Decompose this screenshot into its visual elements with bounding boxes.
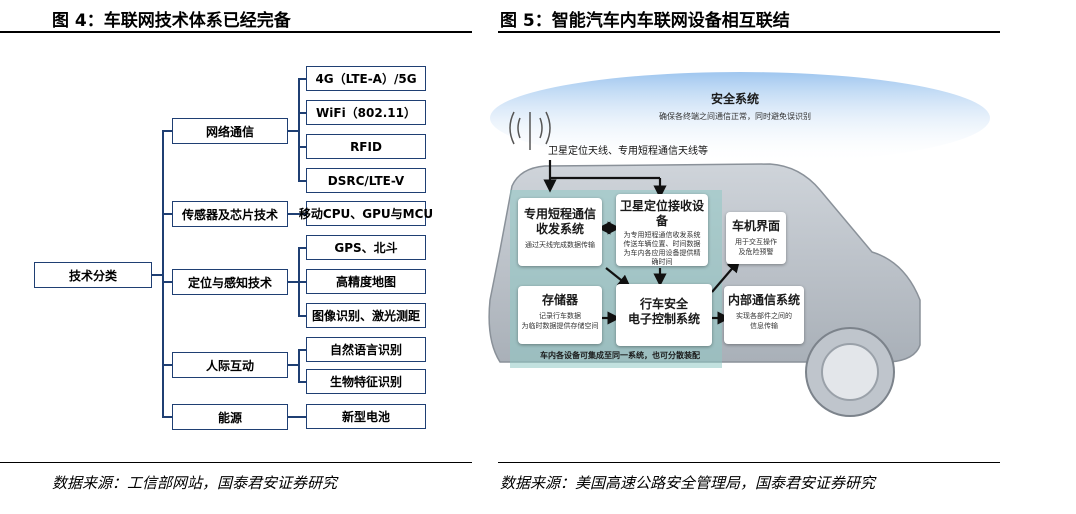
connector <box>298 349 300 383</box>
category-box-energy: 能源 <box>172 404 288 430</box>
item-box: 图像识别、激光测距 <box>306 303 426 328</box>
category-box-network: 网络通信 <box>172 118 288 144</box>
item-label: 新型电池 <box>341 410 390 424</box>
connector <box>288 213 306 215</box>
connector <box>162 213 172 215</box>
integration-note: 车内各设备可集成至同一系统，也可分散装配 <box>540 351 700 360</box>
connector <box>162 281 172 283</box>
ecu-module: 行车安全 电子控制系统 <box>616 284 712 346</box>
connector <box>298 315 306 317</box>
ecu-title-line1: 行车安全 <box>639 297 688 311</box>
internal-desc-line2: 信息传输 <box>750 322 778 330</box>
item-box: WiFi（802.11） <box>306 100 426 125</box>
item-label: 图像识别、激光测距 <box>311 309 420 323</box>
item-box: 新型电池 <box>306 404 426 429</box>
category-label: 人际互动 <box>205 358 254 373</box>
connector <box>288 130 298 132</box>
right-source-rule <box>498 462 1000 463</box>
category-label: 能源 <box>217 410 242 425</box>
dsrc-module: 专用短程通信 收发系统 通过天线完成数据传输 <box>518 198 602 266</box>
item-box: 自然语言识别 <box>306 337 426 362</box>
hmi-title: 车机界面 <box>731 219 780 233</box>
security-desc: 确保各终端之间通信正常，同时避免误识别 <box>659 112 811 121</box>
left-source: 数据来源：工信部网站，国泰君安证券研究 <box>52 474 338 492</box>
item-label: 高精度地图 <box>335 275 396 289</box>
item-box: 移动CPU、GPU与MCU <box>299 201 433 226</box>
item-label: DSRC/LTE-V <box>327 173 405 188</box>
item-box: 4G（LTE-A）/5G <box>306 66 426 91</box>
security-title: 安全系统 <box>710 92 759 106</box>
item-label: 移动CPU、GPU与MCU <box>298 207 434 221</box>
item-label: 生物特征识别 <box>329 375 402 389</box>
item-box: 生物特征识别 <box>306 369 426 394</box>
connector <box>298 349 306 351</box>
tree-root-label: 技术分类 <box>68 268 117 283</box>
internal-title: 内部通信系统 <box>727 293 800 307</box>
category-label: 定位与感知技术 <box>187 275 272 290</box>
rear-wheel-hub <box>821 343 879 401</box>
gnss-desc-line3: 为车内各应用设备提供精 <box>623 249 701 257</box>
connector <box>162 130 172 132</box>
right-figure-title: 图 5：智能汽车内车联网设备相互联结 <box>500 11 790 31</box>
storage-desc-line2: 为临时数据提供存储空间 <box>521 322 599 330</box>
item-box: 高精度地图 <box>306 269 426 294</box>
connector <box>152 274 162 276</box>
dsrc-desc: 通过天线完成数据传输 <box>525 241 595 249</box>
gnss-desc-line2: 传送车辆位置、时间数据 <box>623 240 701 248</box>
item-label: 4G（LTE-A）/5G <box>315 72 417 86</box>
right-title-rule <box>498 31 1000 33</box>
storage-module: 存储器 记录行车数据 为临时数据提供存储空间 <box>518 286 602 344</box>
connector <box>298 78 306 80</box>
category-box-interaction: 人际互动 <box>172 352 288 378</box>
gnss-desc-line4: 确时间 <box>651 258 673 266</box>
connector <box>298 281 306 283</box>
dsrc-title-line1: 专用短程通信 <box>523 207 596 221</box>
storage-desc-line1: 记录行车数据 <box>539 312 581 320</box>
security-cloud <box>490 72 990 164</box>
connector <box>288 416 306 418</box>
item-box: RFID <box>306 134 426 159</box>
item-label: WiFi（802.11） <box>316 106 416 120</box>
connector <box>298 146 306 148</box>
connector <box>298 112 306 114</box>
left-source-rule <box>0 462 472 463</box>
gnss-desc-line1: 为专用短程通信收发系统 <box>623 231 701 239</box>
connector <box>298 247 306 249</box>
item-box: GPS、北斗 <box>306 235 426 260</box>
gnss-title: 卫星定位接收设备 <box>619 199 704 228</box>
connector <box>298 78 300 182</box>
connector <box>288 364 298 366</box>
left-title-rule <box>0 31 472 33</box>
connector <box>162 416 172 418</box>
connector <box>288 281 298 283</box>
category-label: 传感器及芯片技术 <box>181 207 278 222</box>
hmi-module: 车机界面 用于交互操作 及危险预警 <box>726 212 786 264</box>
category-box-sensors: 传感器及芯片技术 <box>172 201 288 227</box>
category-label: 网络通信 <box>205 124 254 139</box>
dsrc-title-line2: 收发系统 <box>535 222 584 236</box>
tree-root-box: 技术分类 <box>34 262 152 288</box>
left-figure-title: 图 4：车联网技术体系已经完备 <box>52 11 291 31</box>
item-label: 自然语言识别 <box>329 343 402 357</box>
connector <box>162 130 164 418</box>
item-label: RFID <box>350 139 382 154</box>
item-label: GPS、北斗 <box>334 241 398 255</box>
hmi-desc-line2: 及危险预警 <box>738 248 774 256</box>
category-box-positioning: 定位与感知技术 <box>172 269 288 295</box>
item-box: DSRC/LTE-V <box>306 168 426 193</box>
gnss-module: 卫星定位接收设备 为专用短程通信收发系统 传送车辆位置、时间数据 为车内各应用设… <box>616 194 708 266</box>
internal-comm-module: 内部通信系统 实现各部件之间的 信息传输 <box>724 286 804 344</box>
connector <box>298 180 306 182</box>
right-source: 数据来源：美国高速公路安全管理局，国泰君安证券研究 <box>500 474 876 492</box>
connector <box>298 381 306 383</box>
storage-title: 存储器 <box>541 293 578 307</box>
ecu-title-line2: 电子控制系统 <box>627 312 700 326</box>
antenna-label: 卫星定位天线、专用短程通信天线等 <box>548 146 708 157</box>
connection-arrows <box>543 160 741 325</box>
antenna-icon <box>509 111 551 150</box>
connector <box>162 364 172 366</box>
internal-desc-line1: 实现各部件之间的 <box>736 312 792 320</box>
security-system-label: 安全系统 确保各终端之间通信正常，同时避免误识别 <box>650 90 820 122</box>
hmi-desc-line1: 用于交互操作 <box>735 238 777 246</box>
